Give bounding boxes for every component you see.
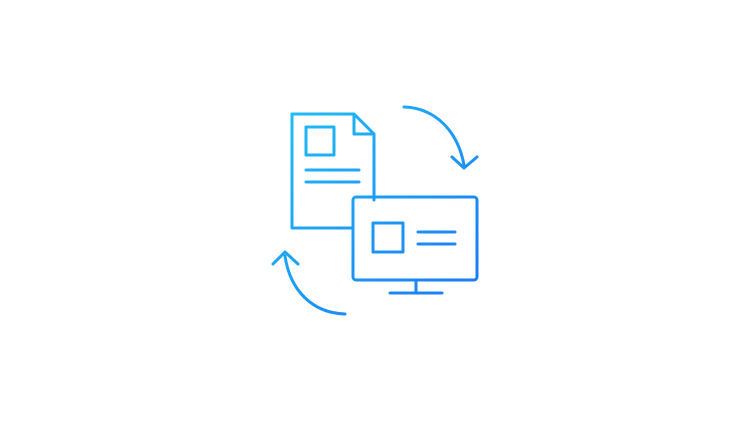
monitor-image-placeholder <box>371 221 405 254</box>
arrow-right-curved-icon <box>402 105 479 170</box>
monitor-icon <box>351 195 479 295</box>
document-image-placeholder <box>304 125 336 157</box>
arrow-left-curved-icon <box>271 250 347 316</box>
document-icon <box>290 112 376 230</box>
